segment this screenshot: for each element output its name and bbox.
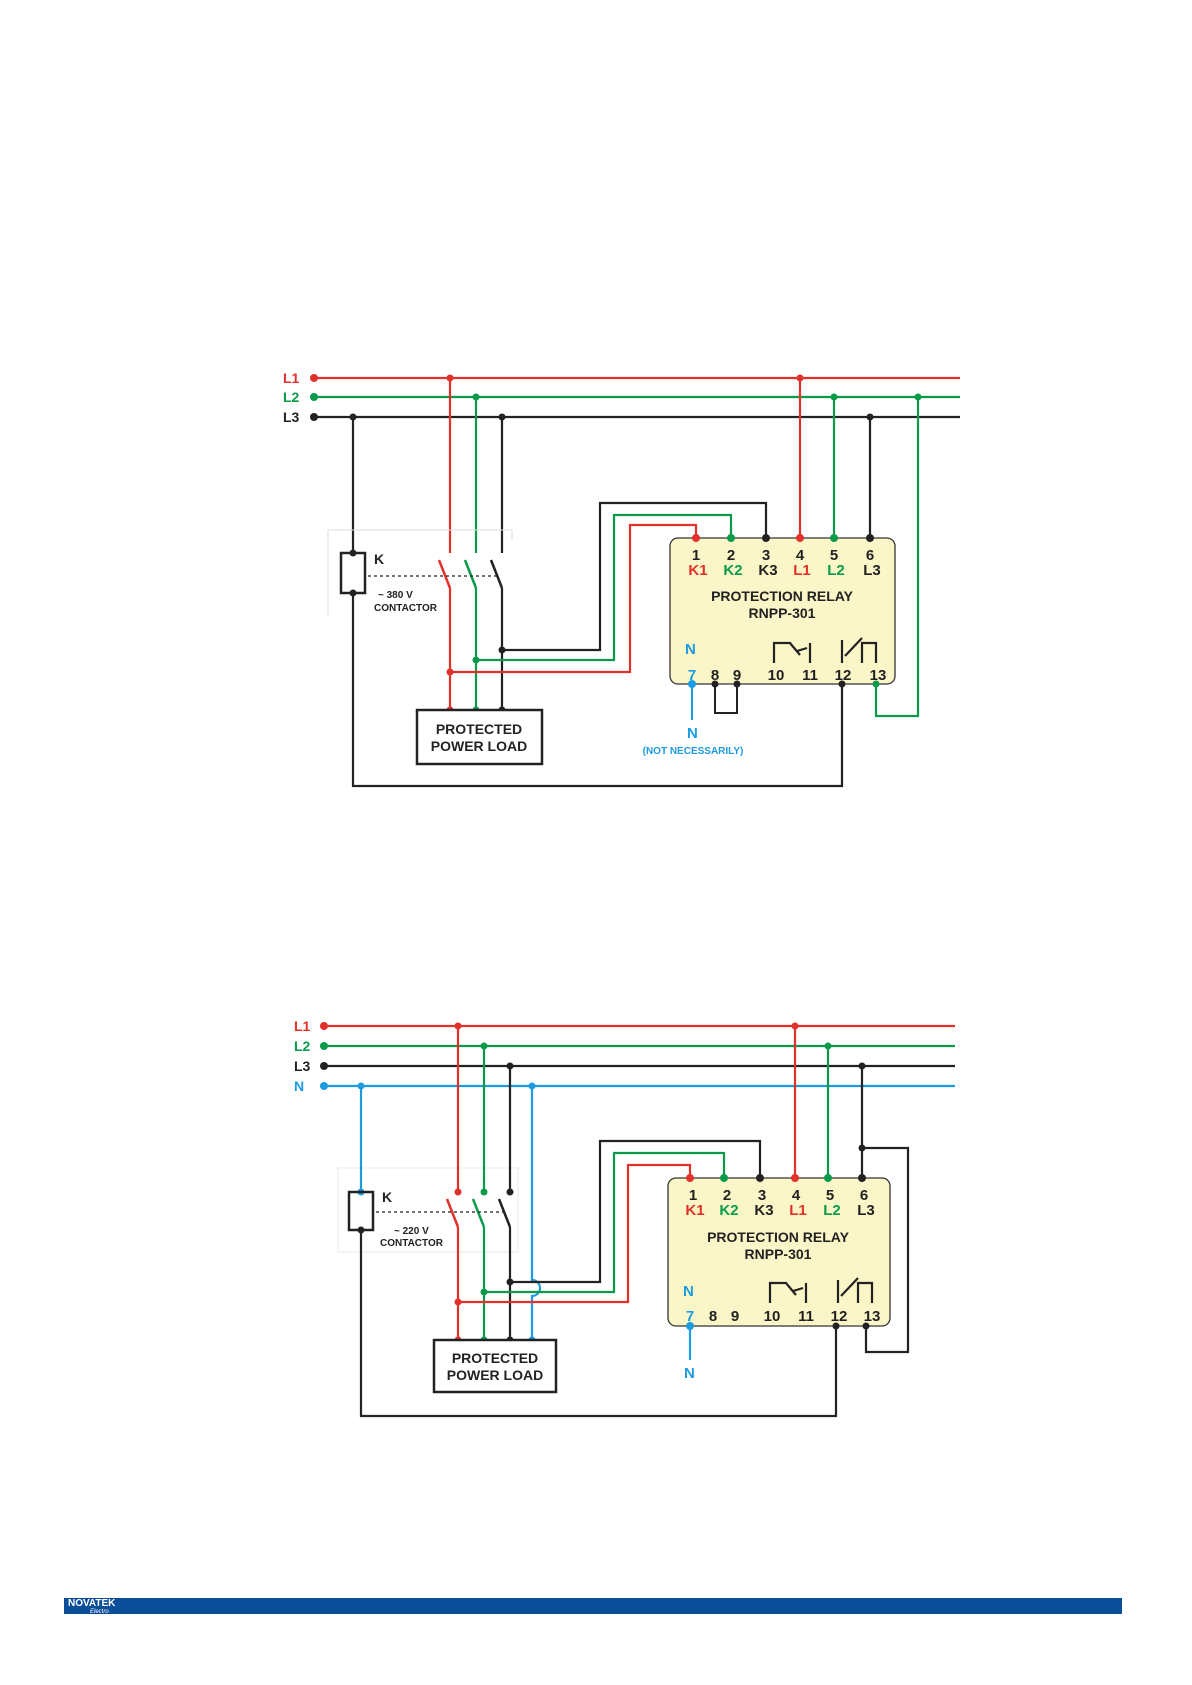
relay-label-l3: L3 (863, 562, 881, 579)
phase-label-l2-bottom: L2 (294, 1038, 311, 1054)
coil-label-bottom: K (382, 1189, 392, 1205)
load-line2-bottom: POWER LOAD (447, 1367, 543, 1383)
relay-label-l1: L1 (793, 562, 811, 579)
contactor-label: CONTACTOR (374, 603, 438, 614)
diagram-top: L1 L2 L3 K ~ 380 V CONTACTOR (283, 370, 960, 786)
load-line1-bottom: PROTECTED (452, 1350, 538, 1366)
neutral-ext-label-bottom: N (684, 1365, 695, 1382)
contactor-voltage-bottom: ~ 220 V (394, 1226, 429, 1237)
relay-label-l2: L2 (827, 562, 845, 579)
relay-label-l3-bottom: L3 (857, 1202, 875, 1219)
neutral-note: (NOT NECESSARILY) (643, 746, 744, 757)
phase-label-l1: L1 (283, 370, 300, 386)
relay-terminal-12-bottom: 12 (831, 1308, 848, 1325)
phase-label-l3: L3 (283, 409, 300, 425)
neutral-ext-label: N (687, 725, 698, 742)
relay-terminal-11: 11 (802, 667, 818, 684)
relay-label-k1: K1 (688, 562, 707, 579)
relay-label-k2: K2 (723, 562, 742, 579)
relay-terminal-8-bottom: 8 (709, 1308, 717, 1325)
phase-label-l2: L2 (283, 389, 300, 405)
bus-lines-bottom (324, 1026, 955, 1086)
phase-label-n-bottom: N (294, 1078, 304, 1094)
protected-load-bottom (434, 1340, 556, 1392)
load-line1: PROTECTED (436, 721, 522, 737)
relay-label-k2-bottom: K2 (719, 1202, 738, 1219)
contactor-contacts-bottom (447, 1199, 510, 1227)
jumper-8-9 (715, 684, 737, 713)
relay-terminal-10-bottom: 10 (764, 1308, 781, 1325)
relay-terminal-13-bottom: 13 (864, 1308, 881, 1325)
relay-terminal-11-bottom: 11 (798, 1308, 814, 1325)
phase-label-l1-bottom: L1 (294, 1018, 311, 1034)
relay-title: PROTECTION RELAY (711, 588, 853, 604)
relay-label-l2-bottom: L2 (823, 1202, 841, 1219)
relay-neutral-label: N (685, 641, 696, 658)
contactor-coil (341, 553, 365, 593)
bus-lines (314, 378, 960, 417)
relay-label-k1-bottom: K1 (685, 1202, 704, 1219)
contactor-contacts (439, 560, 502, 588)
coil-label: K (374, 551, 384, 567)
relay-label-k3-bottom: K3 (754, 1202, 773, 1219)
relay-neutral-label-bottom: N (683, 1283, 694, 1300)
bus-terminal-dots (310, 374, 318, 421)
relay-label-k3: K3 (758, 562, 777, 579)
contactor-feeds (353, 378, 502, 553)
logo-sub: Electro (68, 1608, 115, 1617)
protected-load (417, 710, 542, 764)
phase-label-l3-bottom: L3 (294, 1058, 311, 1074)
phase-labels: L1 L2 L3 (283, 370, 300, 425)
diagram-bottom: L1 L2 L3 N K (294, 1018, 955, 1416)
novatek-logo: NOVATEK Electro (68, 1599, 115, 1617)
relay-title-bottom: PROTECTION RELAY (707, 1229, 849, 1245)
relay-model-bottom: RNPP-301 (745, 1246, 812, 1262)
contactor-voltage: ~ 380 V (378, 590, 413, 601)
relay-terminal-9-bottom: 9 (731, 1308, 739, 1325)
footer-bar (64, 1598, 1122, 1614)
load-line2: POWER LOAD (431, 738, 527, 754)
relay-model: RNPP-301 (749, 605, 816, 621)
contactor-label-bottom: CONTACTOR (380, 1238, 444, 1249)
relay-terminal-10: 10 (768, 667, 785, 684)
relay-label-l1-bottom: L1 (789, 1202, 807, 1219)
contactor-coil-bottom (349, 1192, 373, 1230)
